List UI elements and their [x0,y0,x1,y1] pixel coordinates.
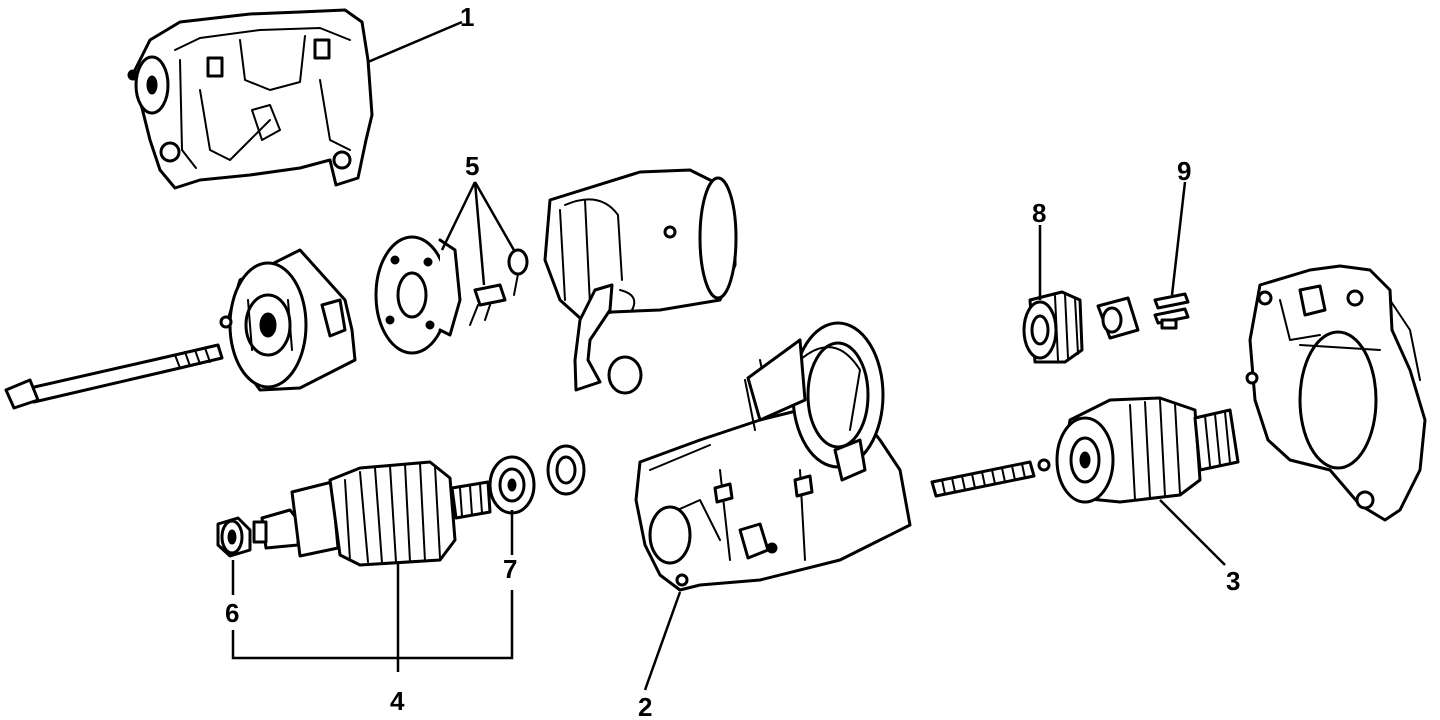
callout-6: 6 [225,598,239,628]
callout-9: 9 [1177,156,1191,186]
leader-3 [1159,499,1226,566]
callout-5: 5 [465,151,479,181]
callout-2: 2 [638,692,652,720]
spring [930,458,1051,498]
retainer [1096,296,1140,340]
part-7-bearing [488,455,536,515]
leader-lines [231,20,1226,691]
callout-3: 3 [1226,566,1240,596]
part-6-bearing [216,516,252,558]
part-8-gear [1022,290,1084,364]
callout-labels: 1 2 3 4 5 6 7 8 9 [225,2,1240,720]
leader-5b [473,181,486,286]
leader-5a [440,181,477,251]
leader-4-bracket [231,590,514,660]
yoke-field-frame [543,168,738,395]
part-2-solenoid-housing [634,321,912,592]
commutator-end-frame [219,248,357,392]
leader-9 [1170,181,1187,296]
part-9-ball-clips [1153,292,1190,330]
part-3-clutch-pinion [1055,396,1240,504]
part-1-drive-housing [127,8,374,190]
leader-1 [367,20,463,64]
callout-4: 4 [390,686,405,716]
part-4-armature [252,460,492,567]
through-bolt [4,343,224,410]
leader-5c [473,181,517,253]
part-5-brush-holder [374,235,529,355]
callout-8: 8 [1032,198,1046,228]
callout-1: 1 [460,2,474,32]
leader-2 [643,591,682,691]
callout-7: 7 [503,554,517,584]
outer-housing [1245,264,1427,522]
washer [546,444,586,496]
